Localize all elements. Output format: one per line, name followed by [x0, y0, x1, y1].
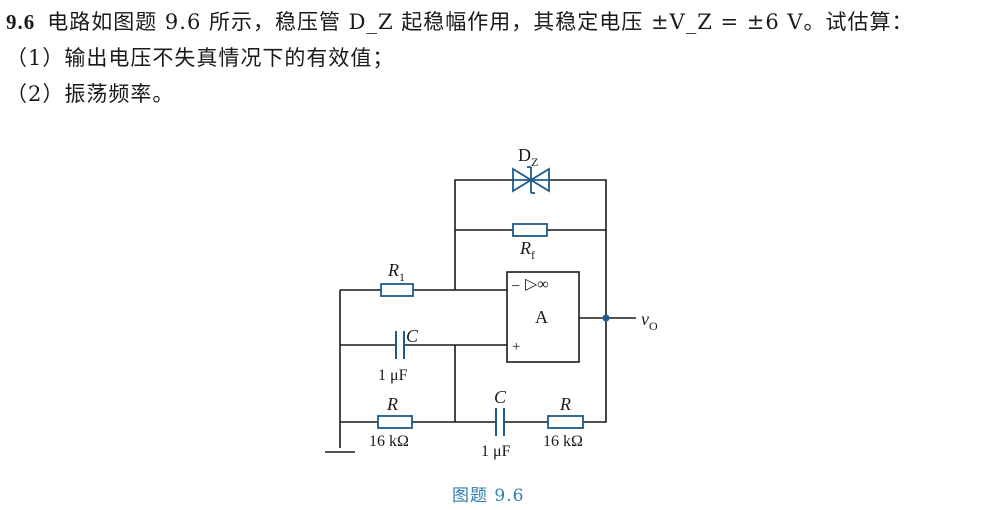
series-resistor-value: 16 kΩ: [543, 433, 583, 450]
circuit-wires: [325, 179, 636, 453]
parallel-resistor-label: R: [386, 394, 398, 414]
parallel-capacitor-icon: [395, 331, 405, 359]
parallel-capacitor-value: 1 μF: [378, 367, 408, 384]
zener-label: DZ: [518, 145, 538, 169]
series-resistor-icon: [547, 415, 584, 429]
problem-item-1: （1）输出电压不失真情况下的有效值；: [6, 46, 395, 70]
series-capacitor-label: C: [494, 387, 507, 407]
rf-resistor-icon: [512, 223, 548, 237]
problem-number: 9.6: [6, 10, 36, 34]
output-node-dot: [602, 314, 610, 322]
problem-text: 9.6 电路如图题 9.6 所示，稳压管 D_Z 起稳幅作用，其稳定电压 ±V_Z…: [6, 4, 981, 112]
opamp-name: A: [535, 307, 548, 327]
r1-label: R1: [387, 260, 405, 284]
problem-statement: 电路如图题 9.6 所示，稳压管 D_Z 起稳幅作用，其稳定电压 ±V_Z = …: [47, 10, 914, 34]
series-capacitor-value: 1 μF: [481, 443, 511, 460]
parallel-resistor-value: 16 kΩ: [369, 433, 409, 450]
opamp-symbol: ▷∞: [525, 276, 549, 293]
opamp-box: [506, 271, 580, 363]
series-capacitor-icon: [495, 408, 505, 436]
opamp-minus-label: −: [511, 278, 520, 295]
parallel-capacitor-label: C: [406, 326, 419, 346]
rf-label: Rf: [519, 238, 535, 262]
parallel-resistor-icon: [377, 415, 413, 429]
zener-diode-icon: [512, 166, 550, 194]
series-resistor-label: R: [559, 394, 571, 414]
r1-resistor-icon: [380, 283, 414, 297]
figure-caption: 图题 9.6: [452, 486, 525, 506]
output-label: vO: [641, 309, 658, 333]
problem-statement-line: 9.6 电路如图题 9.6 所示，稳压管 D_Z 起稳幅作用，其稳定电压 ±V_Z…: [6, 4, 981, 40]
opamp-plus-label: +: [512, 339, 520, 355]
problem-item-2: （2）振荡频率。: [6, 82, 175, 106]
